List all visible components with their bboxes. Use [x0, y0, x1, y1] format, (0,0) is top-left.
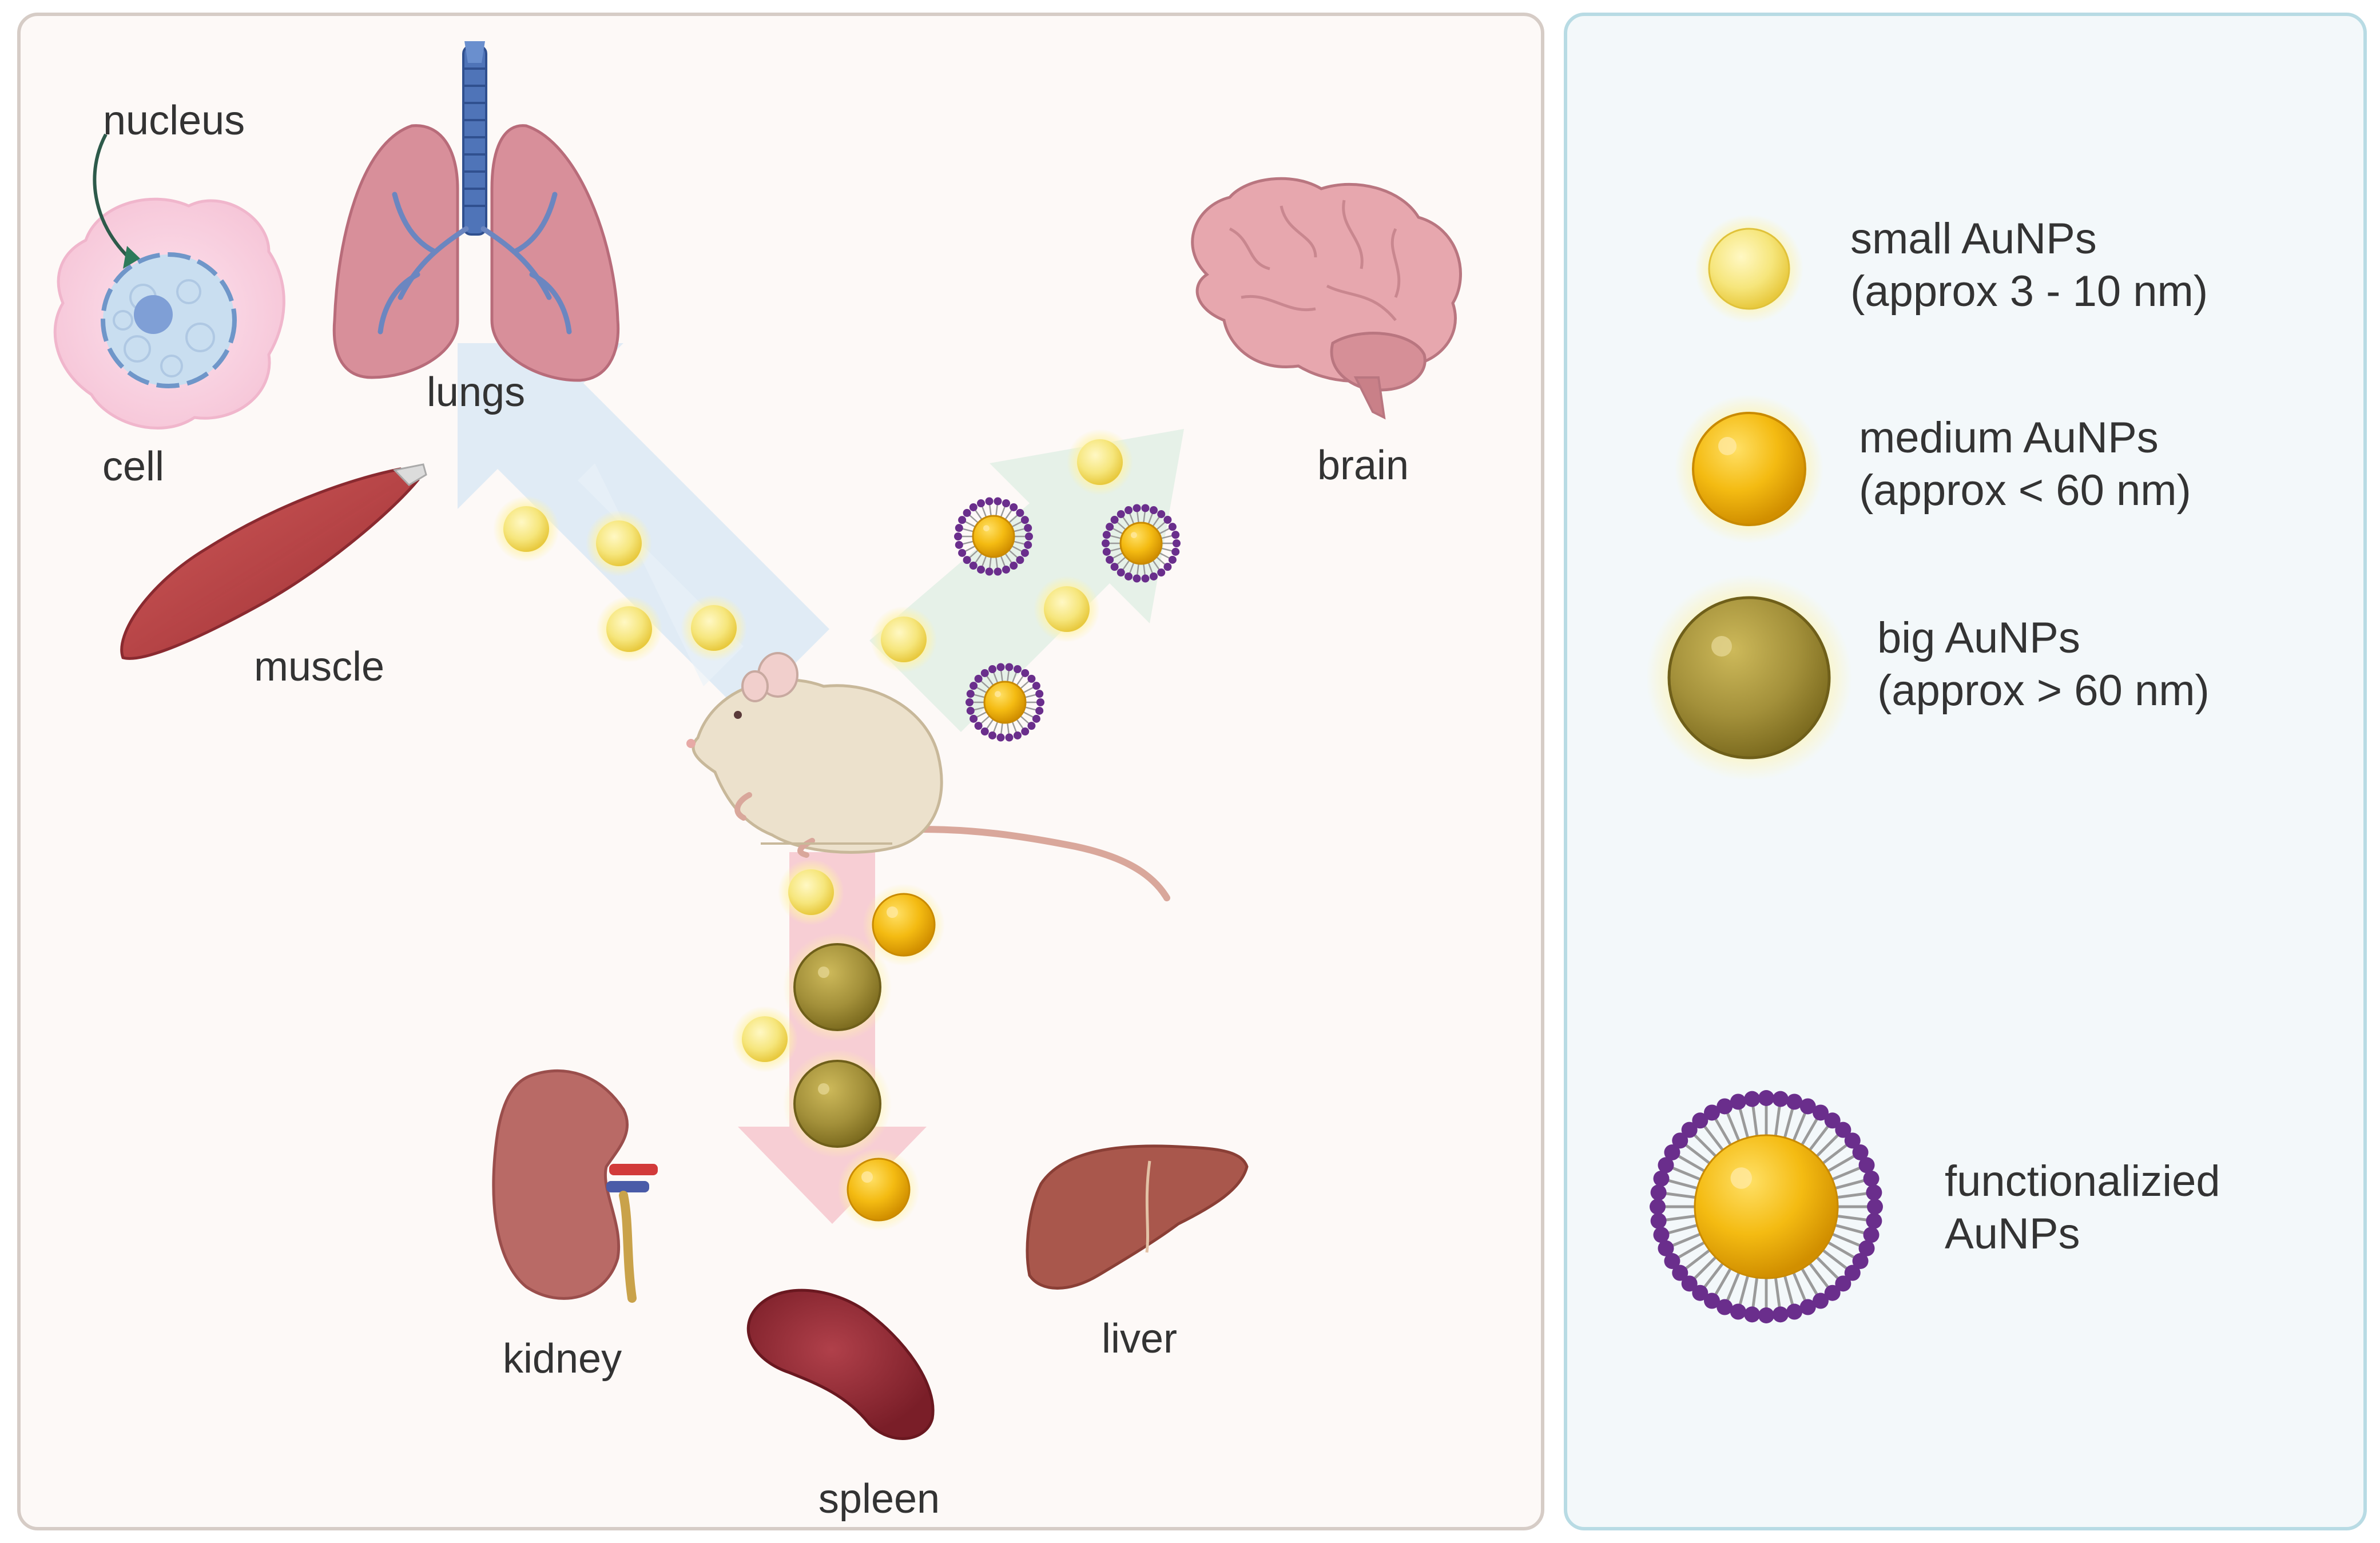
legend-small-name: small AuNPs	[1850, 214, 2097, 263]
legend-medium-icon	[1675, 395, 1823, 543]
muscle-label: muscle	[253, 644, 385, 690]
functionalized-particles	[954, 497, 1181, 742]
kidney-label: kidney	[502, 1336, 622, 1382]
lungs-illustration	[332, 41, 620, 382]
legend-small-icon	[1695, 214, 1803, 323]
legend-small-label: small AuNPs (approx 3 - 10 nm)	[1850, 213, 2208, 318]
arrow-to-brain	[869, 429, 1184, 732]
brain-illustration	[1191, 177, 1462, 420]
liver-illustration	[1026, 1144, 1249, 1290]
legend-big-label: big AuNPs (approx > 60 nm)	[1877, 612, 2210, 717]
functionalized-particle	[1102, 504, 1181, 583]
legend-medium-range: (approx < 60 nm)	[1859, 466, 2191, 515]
kidney-illustration	[492, 1069, 658, 1303]
legend-big-name: big AuNPs	[1877, 614, 2080, 662]
big-particles	[783, 933, 892, 1158]
legend-functionalized-icon	[1650, 1090, 1883, 1323]
functionalized-particle	[1650, 1090, 1883, 1323]
legend-big-icon	[1646, 575, 1852, 781]
legend-small-range: (approx 3 - 10 nm)	[1850, 267, 2208, 316]
functionalized-particle	[954, 497, 1033, 576]
spleen-label: spleen	[818, 1476, 940, 1522]
muscle-illustration	[120, 463, 427, 660]
lungs-label: lungs	[426, 369, 526, 415]
legend-functionalized-name: functionalizied	[1945, 1157, 2220, 1206]
medium-particles	[837, 884, 945, 1231]
brain-label: brain	[1317, 443, 1409, 488]
nucleus-label: nucleus	[103, 98, 245, 144]
mouse-illustration	[686, 652, 1170, 901]
small-particles	[493, 429, 1133, 1072]
legend-functionalized-label: functionalizied AuNPs	[1945, 1155, 2220, 1260]
cell-label: cell	[102, 444, 165, 490]
legend-medium-name: medium AuNPs	[1859, 413, 2159, 462]
cell-illustration	[53, 133, 285, 430]
liver-label: liver	[1101, 1316, 1178, 1362]
legend-medium-label: medium AuNPs (approx < 60 nm)	[1859, 412, 2191, 517]
functionalized-particle	[965, 663, 1044, 742]
spleen-illustration	[746, 1289, 935, 1440]
legend-functionalized-suffix: AuNPs	[1945, 1210, 2080, 1258]
legend-big-range: (approx > 60 nm)	[1877, 666, 2210, 715]
